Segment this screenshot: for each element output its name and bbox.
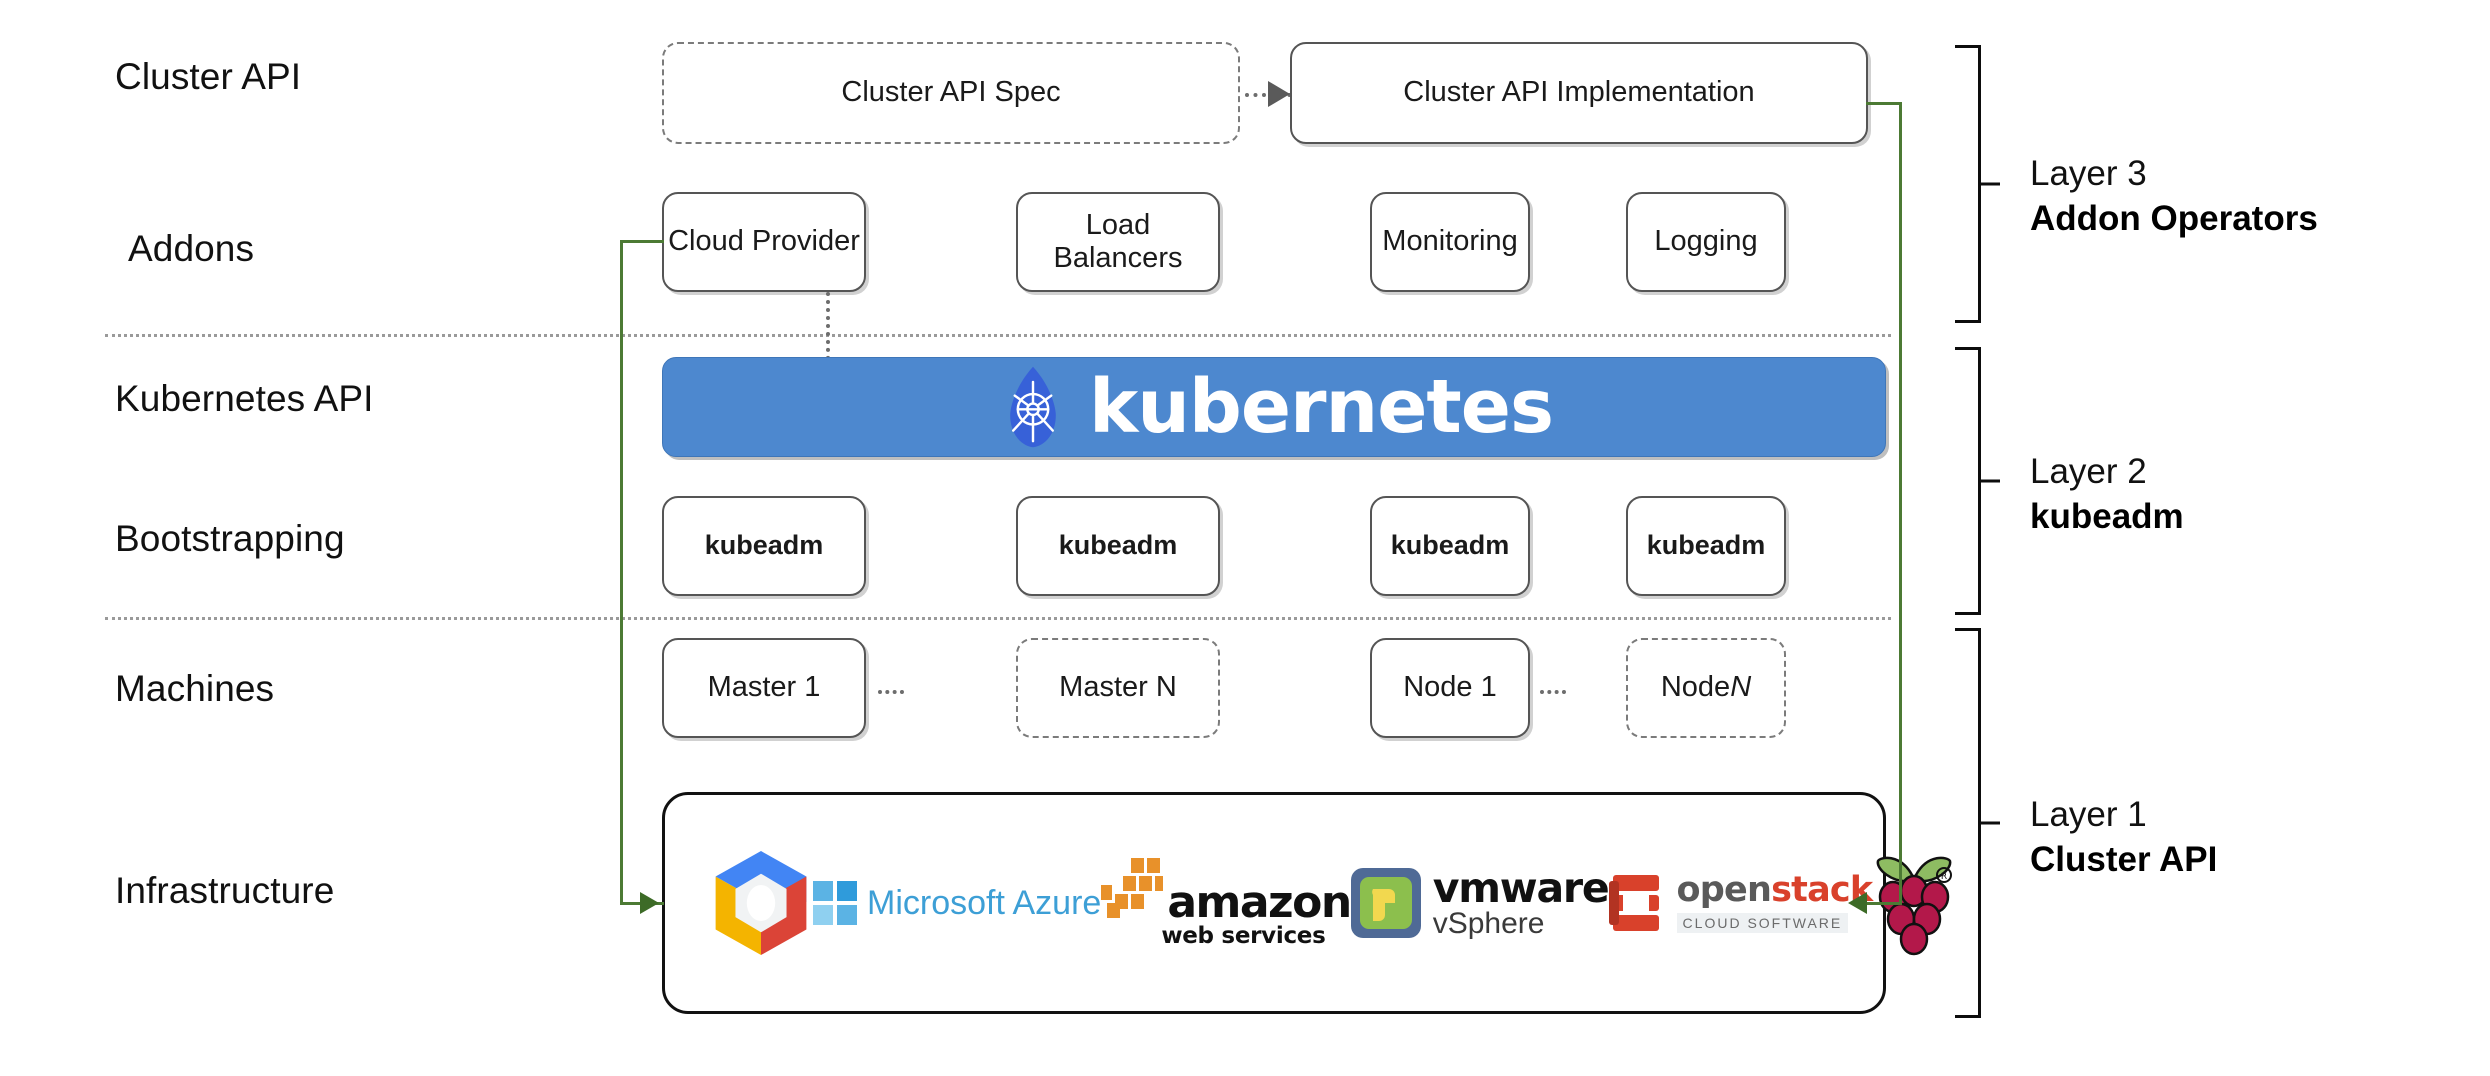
box-node-1[interactable]: Node 1 xyxy=(1370,638,1530,738)
box-label-italic: N xyxy=(1730,671,1752,704)
row-label-kubernetes-api: Kubernetes API xyxy=(115,378,374,419)
master-ellipsis-connector xyxy=(878,690,904,694)
layer-label-1: Layer 1 Cluster API xyxy=(2030,793,2217,883)
box-kubeadm-4[interactable]: kubeadm xyxy=(1626,496,1786,596)
box-label: Cloud Provider xyxy=(668,225,860,258)
layer-3-line-2: Addon Operators xyxy=(2030,198,2318,238)
aws-cubes-icon xyxy=(1101,858,1164,918)
layer-2-line-2: kubeadm xyxy=(2030,496,2184,536)
box-kubeadm-3[interactable]: kubeadm xyxy=(1370,496,1530,596)
right-feed-arrow-icon xyxy=(1848,892,1867,914)
box-master-1[interactable]: Master 1 xyxy=(662,638,866,738)
brace-layer-1 xyxy=(1955,628,2000,1018)
vmware-vsphere-logo: vmware vSphere xyxy=(1350,863,1610,940)
openstack-logo: openstack CLOUD SOFTWARE xyxy=(1608,870,1873,935)
layer-separator-lower xyxy=(105,617,1891,620)
box-label: kubeadm xyxy=(1058,530,1178,561)
box-label: Logging xyxy=(1654,225,1758,258)
box-load-balancers[interactable]: Load Balancers xyxy=(1016,192,1220,292)
left-feed-arrow-icon xyxy=(640,892,659,914)
row-label-bootstrapping: Bootstrapping xyxy=(115,518,345,559)
brace-nib xyxy=(1978,479,2000,483)
azure-wordmark: Microsoft Azure xyxy=(867,883,1102,922)
microsoft-window-icon xyxy=(813,881,857,925)
box-monitoring[interactable]: Monitoring xyxy=(1370,192,1530,292)
box-logging[interactable]: Logging xyxy=(1626,192,1786,292)
box-label: Node 1 xyxy=(1403,671,1497,704)
spec-to-impl-arrow-icon xyxy=(1268,81,1290,107)
brace-nib xyxy=(1978,821,2000,825)
cloud-provider-to-kubernetes-connector xyxy=(826,292,830,360)
openstack-subtext: CLOUD SOFTWARE xyxy=(1676,913,1849,933)
vsphere-icon xyxy=(1350,868,1421,938)
layer-1-line-1: Layer 1 xyxy=(2030,795,2147,834)
kubernetes-banner[interactable]: kubernetes xyxy=(662,357,1886,457)
layer-2-line-1: Layer 2 xyxy=(2030,452,2147,491)
box-label: kubeadm xyxy=(1390,530,1510,561)
vsphere-subtext: vSphere xyxy=(1432,906,1545,940)
box-kubeadm-2[interactable]: kubeadm xyxy=(1016,496,1220,596)
node-ellipsis-connector xyxy=(1540,690,1566,694)
box-label: Monitoring xyxy=(1382,225,1518,258)
row-label-addons: Addons xyxy=(128,228,255,269)
row-label-cluster-api: Cluster API xyxy=(115,56,302,97)
brace-layer-2 xyxy=(1955,347,2000,615)
layer-separator-upper xyxy=(105,334,1891,337)
right-feed-bottom-segment xyxy=(1860,902,1902,905)
layer-1-line-2: Cluster API xyxy=(2030,839,2218,879)
box-master-n[interactable]: Master N xyxy=(1016,638,1220,738)
right-feed-top-segment xyxy=(1866,102,1902,105)
vmware-wordmark: vmware xyxy=(1432,863,1610,912)
microsoft-azure-logo: Microsoft Azure xyxy=(813,881,1101,925)
box-kubeadm-1[interactable]: kubeadm xyxy=(662,496,866,596)
box-label: Load Balancers xyxy=(1053,208,1183,274)
kubernetes-helm-icon xyxy=(995,364,1071,450)
google-cloud-logo xyxy=(709,847,813,959)
brace-layer-3 xyxy=(1955,45,2000,323)
layer-label-3: Layer 3 Addon Operators xyxy=(2030,152,2318,242)
openstack-wordmark-open: open xyxy=(1676,870,1772,910)
box-cluster-api-implementation[interactable]: Cluster API Implementation xyxy=(1290,42,1868,144)
box-cluster-api-spec[interactable]: Cluster API Spec xyxy=(662,42,1240,144)
openstack-icon xyxy=(1608,875,1659,931)
box-label: Cluster API Implementation xyxy=(1403,76,1755,109)
right-feed-vertical-segment xyxy=(1899,102,1902,902)
aws-subtext: web services xyxy=(1161,923,1326,949)
layer-3-line-1: Layer 3 xyxy=(2030,154,2147,193)
left-feed-top-segment xyxy=(620,240,664,243)
row-label-infrastructure: Infrastructure xyxy=(115,870,335,911)
kubernetes-wordmark: kubernetes xyxy=(1088,364,1554,450)
row-label-machines: Machines xyxy=(115,668,275,709)
left-feed-vertical-segment xyxy=(620,240,623,905)
svg-text:R: R xyxy=(1941,872,1947,882)
amazon-wordmark: amazon xyxy=(1167,876,1352,928)
brace-nib xyxy=(1978,182,2000,186)
box-node-n[interactable]: Node N xyxy=(1626,638,1786,738)
box-label: kubeadm xyxy=(704,530,824,561)
box-label: Master 1 xyxy=(707,671,821,704)
box-label: Cluster API Spec xyxy=(841,76,1061,109)
box-label: kubeadm xyxy=(1646,530,1766,561)
amazon-aws-logo: amazon web services xyxy=(1101,857,1352,949)
infrastructure-container[interactable]: Microsoft Azure amazon xyxy=(662,792,1953,1014)
layer-label-2: Layer 2 kubeadm xyxy=(2030,450,2184,540)
box-cloud-provider[interactable]: Cloud Provider xyxy=(662,192,866,292)
box-label: Node xyxy=(1660,671,1731,704)
box-label: Master N xyxy=(1059,671,1177,704)
